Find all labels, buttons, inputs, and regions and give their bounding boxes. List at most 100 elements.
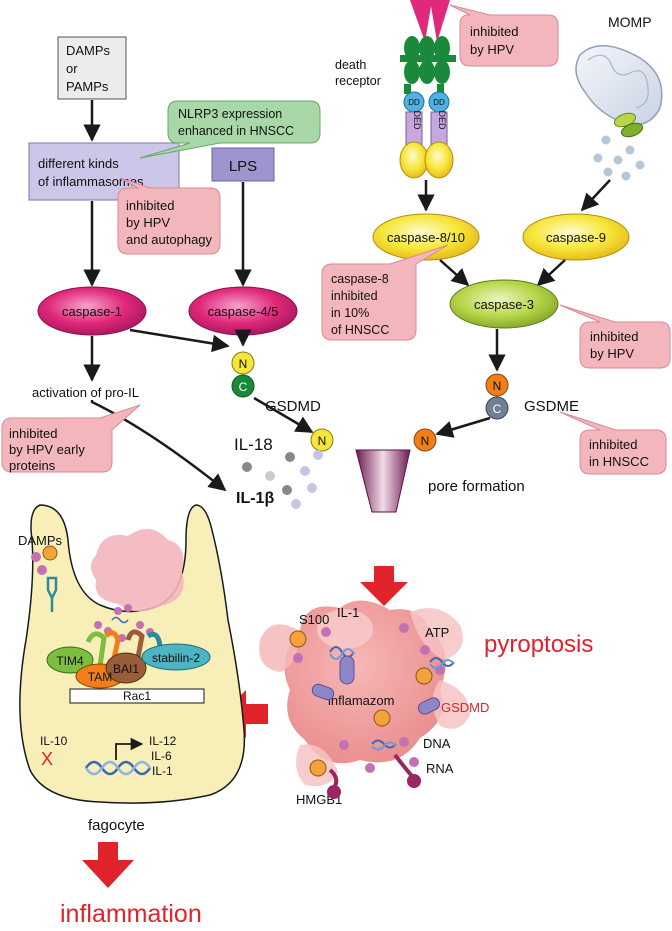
tim4-label: TIM4 xyxy=(56,654,84,668)
il10-block-mark: X xyxy=(41,749,53,769)
il18-particle xyxy=(242,462,252,472)
casp8-line-2: inhibited xyxy=(331,289,378,303)
damps-pamps-line-1: DAMPs xyxy=(66,43,111,58)
il6-label: IL-6 xyxy=(151,749,172,763)
hpv-autophagy-line-2: by HPV xyxy=(126,215,170,230)
momp-label: MOMP xyxy=(608,14,652,30)
caspase-9-node: caspase-9 xyxy=(522,213,630,261)
caspase-3-node: caspase-3 xyxy=(449,279,559,329)
inflammasomes-line-1: different kinds xyxy=(38,156,119,171)
il18-label: IL-18 xyxy=(234,435,273,454)
pore-formation-label: pore formation xyxy=(428,478,525,495)
hpv-autophagy-callout: inhibited by HPV and autophagy xyxy=(117,177,221,255)
ded-label-right: DED xyxy=(437,110,447,130)
transcription-arrow-icon xyxy=(115,737,144,760)
il1b-particle xyxy=(291,499,301,509)
damps-pamps-box: DAMPs or PAMPs xyxy=(57,36,127,100)
gsdmd-n-fragment-label: N xyxy=(318,434,327,448)
rac1-box: Rac1 xyxy=(69,688,205,704)
dd-label-right: DD xyxy=(433,98,445,107)
stabilin-label: stabilin-2 xyxy=(152,651,200,665)
il12-label: IL-12 xyxy=(149,734,177,748)
nlrp3-callout: NLRP3 expression enhanced in HNSCC xyxy=(139,100,321,159)
hnscc-gsdme-line-2: in HNSCC xyxy=(589,454,649,469)
caspase-9-label: caspase-9 xyxy=(546,230,606,245)
inflamazom-label: inflamazom xyxy=(328,693,394,708)
casp8-line-3: in 10% xyxy=(331,306,369,320)
pyroptosis-title: pyroptosis xyxy=(484,631,593,658)
hpv-casp3-line-1: inhibited xyxy=(590,329,638,344)
death-receptor: DD DD DED DED xyxy=(399,36,456,179)
cytokine-cluster: IL-18 IL-1β xyxy=(234,435,323,509)
caspase-810-label: caspase-8/10 xyxy=(387,230,465,245)
il10-label: IL-10 xyxy=(40,734,68,748)
damps-pamps-line-3: PAMPs xyxy=(66,79,109,94)
ligand-right xyxy=(430,0,450,42)
casp8-line-4: of HNSCC xyxy=(331,323,389,337)
hpv-early-line-1: inhibited xyxy=(9,426,57,441)
hpv-casp3-line-2: by HPV xyxy=(590,346,634,361)
arrow-gsdmd-cleavage xyxy=(253,396,314,434)
il1b-label: IL-1β xyxy=(236,490,274,507)
bai1-label: BAI1 xyxy=(113,662,139,676)
hpv-early-line-2: by HPV early xyxy=(9,442,85,457)
death-receptor-label-2: receptor xyxy=(335,74,381,88)
il1b-particle xyxy=(307,483,317,493)
caspase-810-node: caspase-8/10 xyxy=(372,213,480,261)
il1b-particle xyxy=(313,450,323,460)
pore-icon xyxy=(355,449,411,513)
il1b-particle xyxy=(300,466,310,476)
nlrp3-line-2: enhanced in HNSCC xyxy=(178,124,294,138)
il18-particle xyxy=(282,485,292,495)
caspase-3-label: caspase-3 xyxy=(474,297,534,312)
fagocyte-label: fagocyte xyxy=(88,817,145,834)
nlrp3-line-1: NLRP3 expression xyxy=(178,107,282,121)
dna-helix-icon xyxy=(84,760,152,776)
hpv-early-callout: inhibited by HPV early proteins xyxy=(1,404,141,473)
hpv-autophagy-line-1: inhibited xyxy=(126,198,174,213)
death-receptor-label-1: death xyxy=(335,58,366,72)
gsdme-label: GSDME xyxy=(524,398,579,415)
caspase-1-label: caspase-1 xyxy=(62,304,122,319)
gsdmd-n-label: N xyxy=(239,357,248,371)
gsdme-n-fragment-label: N xyxy=(421,434,430,448)
death-receptor-ligand xyxy=(410,0,450,42)
hnscc-gsdme-callout: inhibited in HNSCC xyxy=(559,411,667,475)
fagocyte-il1-label: IL-1 xyxy=(152,764,173,778)
hpv-receptor-line-1: inhibited xyxy=(470,24,518,39)
casp8-callout: caspase-8 inhibited in 10% of HNSCC xyxy=(321,244,449,341)
cytochrome-c-particles xyxy=(593,135,645,181)
dna-label: DNA xyxy=(423,736,451,751)
receptor-cluster: TIM4 TAM BAI1 stabilin-2 xyxy=(46,629,211,689)
lps-label: LPS xyxy=(229,158,257,175)
il18-particle xyxy=(285,452,295,462)
red-down-arrow-2 xyxy=(82,842,134,888)
arrow-caspase810-to-caspase3 xyxy=(439,259,470,287)
fagocyte-damps-label: DAMPs xyxy=(18,533,63,548)
arrow-momp-to-caspase9 xyxy=(580,179,611,212)
hpv-receptor-line-2: by HPV xyxy=(470,42,514,57)
pyro-gsdmd-label: GSDMD xyxy=(441,700,489,715)
red-left-arrow xyxy=(222,690,268,738)
gsdmd-c-label: C xyxy=(239,380,248,394)
apoptotic-body xyxy=(91,528,184,612)
damps-pamps-line-2: or xyxy=(66,61,78,76)
ded-label-left: DED xyxy=(412,110,422,130)
gsdmd-n-fragment: N xyxy=(310,428,334,452)
hnscc-gsdme-line-1: inhibited xyxy=(589,437,637,452)
red-down-arrow-1 xyxy=(360,566,408,606)
gsdme-protein: N C xyxy=(485,373,509,420)
casp8-line-1: caspase-8 xyxy=(331,272,389,286)
atp-label: ATP xyxy=(425,625,449,640)
arrow-caspase9-to-caspase3 xyxy=(536,259,566,287)
inflammasomes-box: different kinds of inflammasomes xyxy=(28,142,180,201)
rna-label: RNA xyxy=(426,761,454,776)
arrow-gsdme-cleavage xyxy=(435,416,491,438)
il18-particle xyxy=(265,471,275,481)
pyro-il1-label: IL-1 xyxy=(337,605,359,620)
hpv-autophagy-line-3: and autophagy xyxy=(126,232,213,247)
gsdme-n-fragment: N xyxy=(413,428,437,452)
s100-label: S100 xyxy=(299,612,329,627)
caspase-45-label: caspase-4/5 xyxy=(208,304,279,319)
